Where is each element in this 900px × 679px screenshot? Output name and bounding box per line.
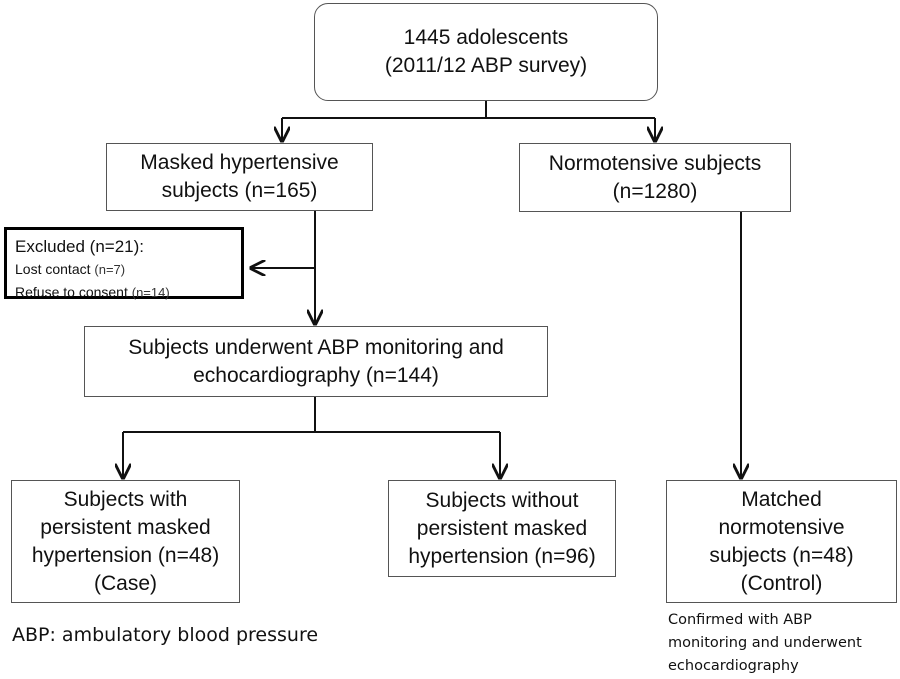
- node-case-line: persistent masked: [40, 515, 211, 539]
- node-without: Subjects without persistent masked hyper…: [388, 480, 616, 577]
- node-control-line: Matched: [741, 487, 822, 511]
- excluded-reason: Lost contact (n=7): [15, 258, 125, 281]
- node-case-line: hypertension (n=48): [31, 543, 220, 567]
- node-root: 1445 adolescents (2011/12 ABP survey): [314, 3, 658, 101]
- node-masked-line: subjects (n=165): [161, 179, 318, 202]
- node-underwent-line: echocardiography (n=144): [193, 363, 439, 387]
- node-case-line: (Case): [93, 571, 157, 595]
- node-root-line: 1445 adolescents: [403, 26, 569, 49]
- excluded-reason: Refuse to consent (n=14): [15, 281, 170, 304]
- node-excluded: Excluded (n=21): Lost contact (n=7) Refu…: [4, 227, 244, 300]
- excluded-reason-count: (n=14): [131, 285, 170, 300]
- node-masked-line: Masked hypertensive: [140, 151, 339, 174]
- abbreviation-note: ABP: ambulatory blood pressure: [12, 624, 319, 646]
- node-case-line: Subjects with: [63, 487, 188, 511]
- excluded-title: Excluded (n=21):: [15, 237, 144, 256]
- excluded-reason-text: Refuse to consent: [15, 284, 128, 300]
- node-underwent-line: Subjects underwent ABP monitoring and: [128, 335, 504, 359]
- node-root-line: (2011/12 ABP survey): [384, 54, 588, 77]
- node-control-line: subjects (n=48): [709, 543, 854, 567]
- excluded-reason-text: Lost contact: [15, 261, 91, 277]
- node-control: Matched normotensive subjects (n=48) (Co…: [666, 480, 897, 603]
- node-control-line: (Control): [740, 571, 823, 595]
- confirmed-note-line: Confirmed with ABP: [668, 612, 812, 628]
- node-without-line: Subjects without: [425, 488, 579, 512]
- excluded-reason-count: (n=7): [94, 262, 126, 277]
- node-control-line: normotensive: [718, 515, 845, 539]
- node-without-line: persistent masked: [416, 516, 588, 540]
- node-case: Subjects with persistent masked hyperten…: [11, 480, 240, 603]
- node-underwent: Subjects underwent ABP monitoring and ec…: [84, 326, 548, 397]
- node-without-line: hypertension (n=96): [408, 544, 596, 568]
- node-normotensive: Normotensive subjects (n=1280): [519, 143, 791, 212]
- node-masked-hypertensive: Masked hypertensive subjects (n=165): [106, 143, 373, 211]
- confirmed-note-line: monitoring and underwent: [668, 635, 862, 651]
- edge-root-split: [282, 101, 655, 119]
- confirmed-note: Confirmed with ABP monitoring and underw…: [668, 609, 898, 678]
- node-normo-line: Normotensive subjects: [548, 151, 762, 175]
- confirmed-note-line: echocardiography: [668, 658, 799, 674]
- edge-underwent-split: [123, 397, 500, 433]
- node-normo-line: (n=1280): [612, 179, 698, 203]
